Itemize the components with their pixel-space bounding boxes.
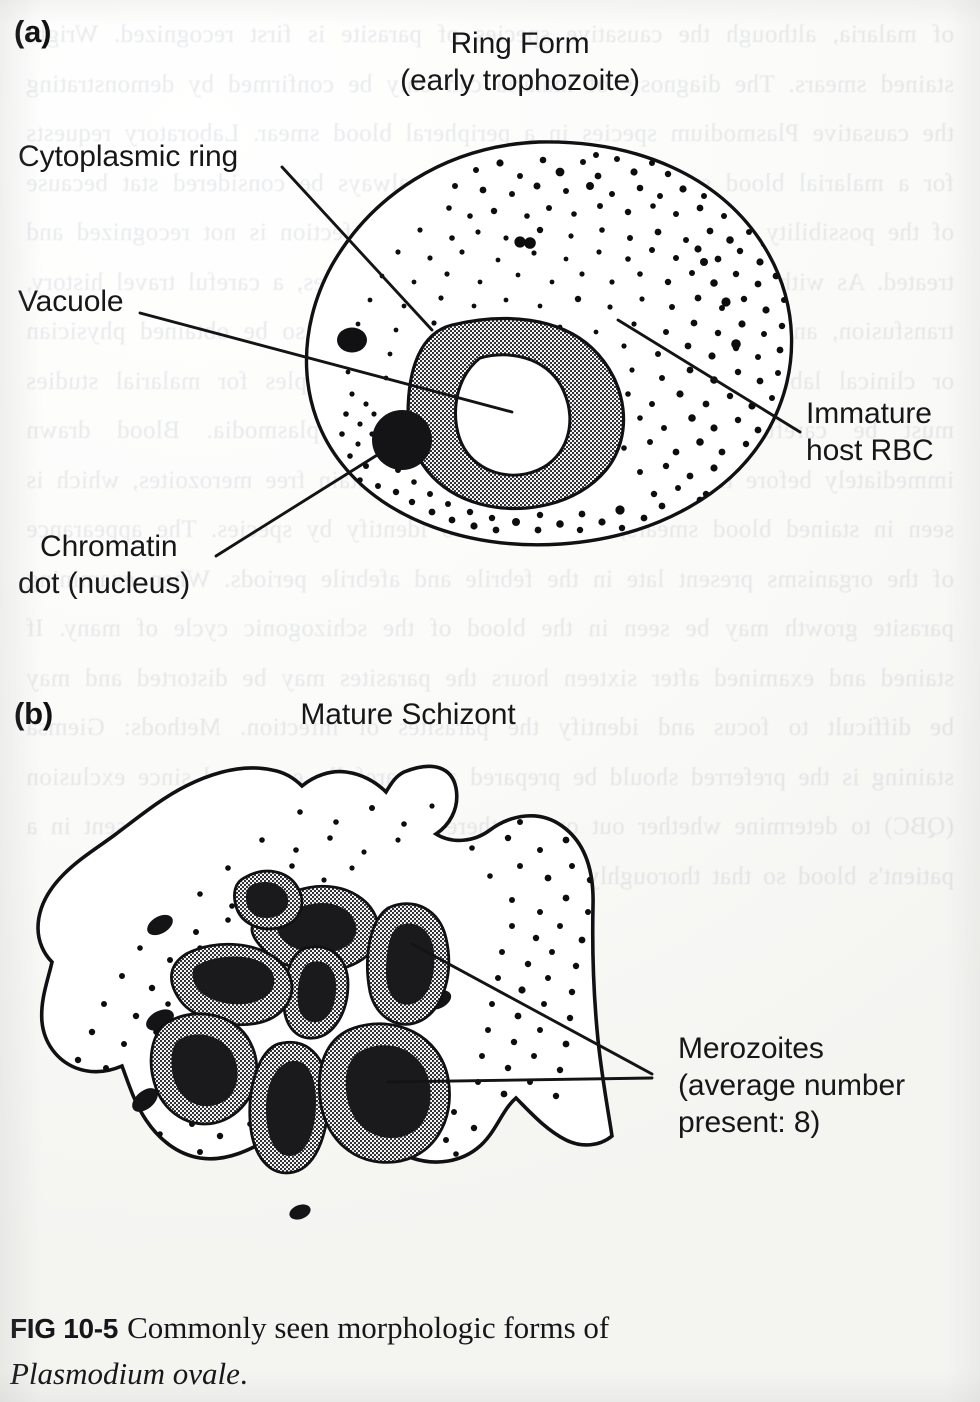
label-merozoites-line1: Merozoites (678, 1032, 824, 1065)
label-immature-host-rbc-line2: host RBC (806, 434, 934, 467)
leader-merozoite-lower (386, 1076, 654, 1084)
caption-period: . (239, 1356, 248, 1391)
merozoite-nucleus (345, 1045, 431, 1138)
merozoite-nucleus (246, 881, 289, 918)
merozoite (366, 902, 451, 1026)
chromatin-dot-shape (372, 410, 432, 470)
label-vacuole: Vacuole (18, 285, 124, 318)
merozoite (233, 869, 304, 931)
panel-a-id: (a) (14, 14, 52, 49)
leader-lines-merozoites (386, 942, 654, 1084)
label-cytoplasmic-ring: Cytoplasmic ring (18, 140, 239, 173)
cytoplasmic-ring-shape (406, 316, 626, 511)
malarial-pigment-specks (132, 914, 452, 1220)
caption-body: Commonly seen morphologic forms of (127, 1310, 610, 1345)
merozoite-nucleus (192, 956, 275, 1005)
caption-figure-number: FIG 10-5 (10, 1313, 119, 1344)
vacuole-shape (454, 353, 572, 477)
ring-form-cell (138, 140, 802, 558)
caption-species-name: Plasmodium ovale (10, 1356, 240, 1391)
stipple-large-dot (337, 327, 367, 353)
merozoites-group (149, 869, 451, 1175)
merozoite (248, 1041, 330, 1175)
label-merozoites-line2: (average number (678, 1069, 905, 1102)
label-chromatin-dot-line1: Chromatin (40, 530, 178, 563)
panel-a-title-line2: (early trophozoite) (400, 64, 640, 97)
merozoite-nucleus (386, 923, 435, 1005)
merozoite (170, 942, 294, 1027)
panel-a-title-line1: Ring Form (450, 27, 590, 60)
figure-caption: FIG 10-5 Commonly seen morphologic forms … (10, 1305, 970, 1396)
label-chromatin-dot-line2: dot (nucleus) (18, 567, 191, 600)
merozoite (282, 945, 350, 1040)
merozoite (149, 1012, 259, 1126)
leader-chromatin-dot (214, 440, 400, 558)
leader-lines-ring-form (138, 165, 802, 558)
leader-merozoite-upper (410, 942, 654, 1076)
label-immature-host-rbc-line1: Immature (806, 397, 932, 430)
merozoite-nucleus (297, 961, 337, 1023)
panel-b-id: (b) (14, 696, 53, 731)
leader-immature-host-rbc (616, 318, 802, 434)
panel-b-title-line1: Mature Schizont (300, 698, 516, 731)
merozoite (317, 1022, 451, 1164)
label-merozoites-line3: present: 8) (678, 1106, 821, 1139)
merozoite-nucleus (171, 1034, 238, 1107)
leader-vacuole (138, 311, 514, 414)
mature-schizont-cell (36, 764, 654, 1220)
leader-cytoplasmic-ring (280, 165, 434, 332)
merozoite-nucleus (266, 1060, 316, 1156)
